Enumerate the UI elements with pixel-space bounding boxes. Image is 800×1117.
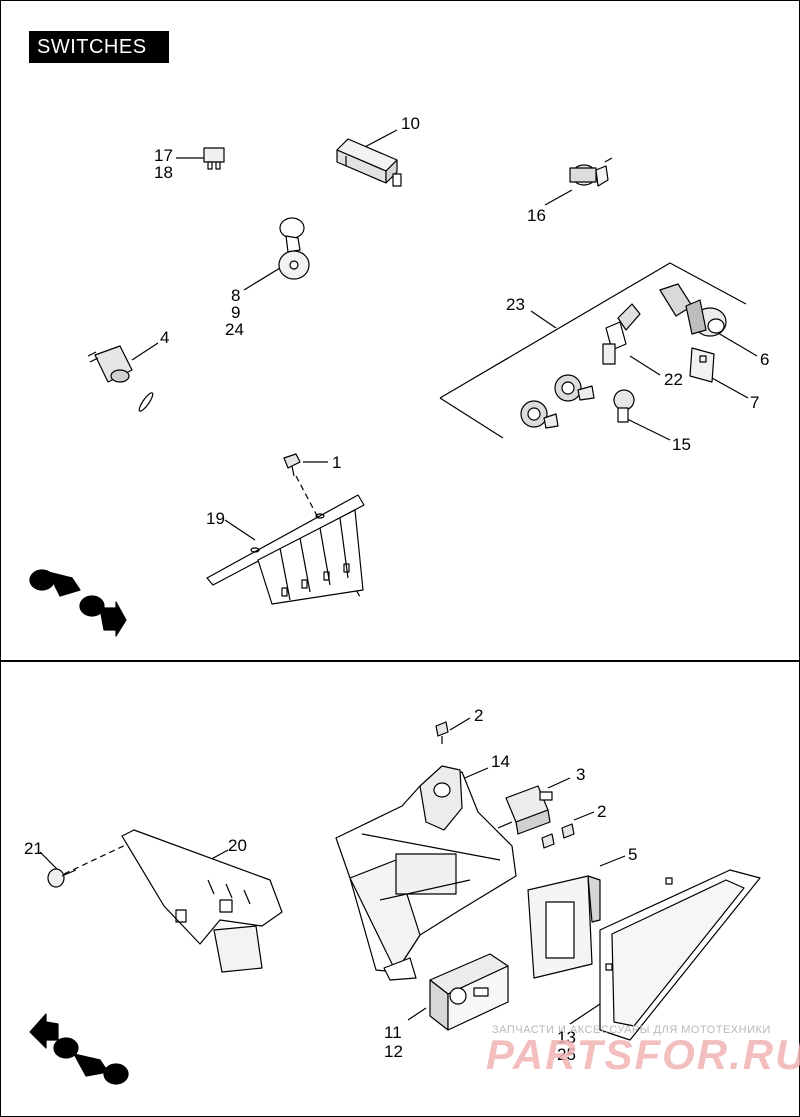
part-3-switch	[497, 785, 553, 835]
callout-20: 20	[228, 836, 247, 855]
callout-24: 24	[225, 320, 244, 339]
part-4-neutral-switch	[87, 345, 154, 412]
part-2-screws	[435, 721, 575, 849]
callout-5: 5	[628, 845, 638, 864]
callout-17: 17	[154, 146, 173, 165]
part-17-fuse	[203, 147, 225, 170]
callout-1: 1	[332, 453, 342, 472]
part-20-plate	[121, 829, 283, 973]
callout-23: 23	[506, 295, 525, 314]
callout-21: 21	[24, 839, 43, 858]
callout-9: 9	[231, 303, 241, 322]
part-14-caddy	[335, 765, 517, 981]
part-7-clip	[689, 347, 715, 383]
lock-cylinders	[520, 374, 595, 429]
page-title: SWITCHES	[29, 31, 169, 63]
callout-2-top: 2	[474, 706, 484, 725]
callout-2-bottom: 2	[597, 802, 607, 821]
part-15-lock-pin	[613, 389, 635, 423]
section-divider	[0, 660, 800, 662]
part-16-pressure-switch	[569, 157, 613, 187]
part-22-key	[602, 303, 641, 365]
leader-lines-top	[131, 129, 758, 541]
part-10-switch-block	[336, 138, 402, 187]
part-11-fuse-block	[429, 953, 509, 1031]
callout-12: 12	[384, 1042, 403, 1061]
callout-13: 13	[557, 1028, 576, 1047]
motorcycle-front-icon	[29, 569, 127, 637]
part-21-rivet	[47, 868, 77, 888]
callout-11: 11	[384, 1023, 402, 1042]
callout-10: 10	[401, 114, 420, 133]
callout-19: 19	[206, 509, 225, 528]
callout-7: 7	[750, 393, 760, 412]
part-5-module	[527, 875, 601, 979]
callout-15: 15	[672, 435, 691, 454]
callout-6: 6	[760, 350, 770, 369]
part-6-ignition-lock	[659, 283, 727, 337]
leader-lines-bottom	[39, 717, 626, 1025]
callout-25: 25	[557, 1045, 576, 1064]
callout-16: 16	[527, 206, 546, 225]
part-8-key-ring	[278, 217, 310, 280]
callout-3: 3	[576, 765, 586, 784]
motorcycle-rear-icon	[29, 1013, 129, 1085]
callout-14: 14	[491, 752, 510, 771]
callout-4: 4	[160, 328, 170, 347]
callout-18: 18	[154, 163, 173, 182]
callout-22: 22	[664, 370, 683, 389]
callout-8: 8	[231, 286, 241, 305]
watermark-brand: PARTSFOR.RU	[486, 1031, 800, 1078]
part-13-panel	[599, 869, 761, 1041]
part-19-bracket	[206, 494, 365, 605]
watermark-subtitle: ЗАПЧАСТИ И АКСЕССУАРЫ ДЛЯ МОТОТЕХНИКИ	[492, 1024, 771, 1036]
